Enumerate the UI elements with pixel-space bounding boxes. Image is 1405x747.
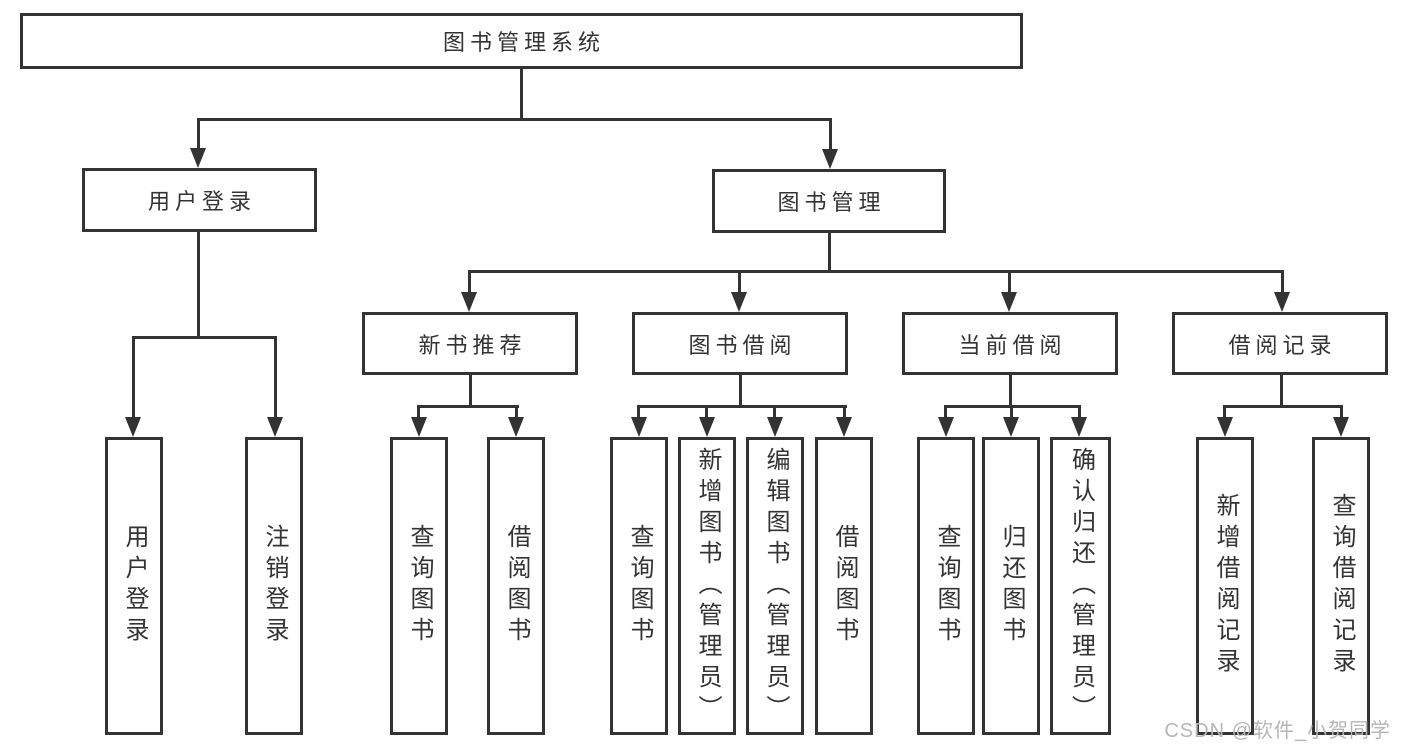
arrowhead-down-icon [1001,292,1017,312]
node-label: 借阅图书 [503,524,530,648]
connector-line [1010,405,1013,419]
csdn-watermark: CSDN @软件_小贺同学 [1164,720,1391,742]
connector-line [1281,270,1284,294]
node-label: 编辑图书（管理员） [762,446,789,726]
connector-line [637,405,640,419]
leaf-borrow-books-1: 借阅图书 [487,437,545,735]
connector-line [739,375,742,408]
connector-line [197,118,200,151]
node-label: 图书管理系统 [442,30,605,55]
arrowhead-down-icon [631,417,647,437]
leaf-query-books-3: 查询图书 [917,437,975,735]
arrowhead-down-icon [190,148,206,168]
node-label: 查询图书 [626,524,653,648]
arrowhead-down-icon [1217,417,1233,437]
connector-line [1008,270,1011,294]
connector-line [520,69,523,120]
node-label: 当前借阅 [958,332,1067,358]
arrowhead-down-icon [836,417,852,437]
connector-line [417,405,420,419]
connector-line [1078,405,1081,419]
connector-line [944,405,947,419]
connector-line [515,405,518,419]
node-label: 注销登录 [261,524,288,648]
node-label: 确认归还（管理员） [1067,446,1095,726]
connector-line [197,118,832,121]
node-label: 图书借阅 [688,332,797,358]
node-label: 借阅记录 [1228,332,1337,358]
connector-line [1223,405,1343,408]
arrowhead-down-icon [1333,417,1349,437]
arrowhead-down-icon [125,417,141,437]
leaf-logout: 注销登录 [245,437,303,735]
connector-line [197,232,200,339]
leaf-return-book: 归还图书 [982,437,1040,735]
leaf-query-books-1: 查询图书 [390,437,448,735]
leaf-add-book-admin: 新增图书（管理员） [678,437,736,735]
leaf-user-login: 用户登录 [105,437,163,735]
node-label: 图书管理 [777,190,886,215]
arrowhead-down-icon [1003,417,1019,437]
connector-line [705,405,708,419]
connector-line [637,405,847,408]
connector-line [1280,375,1283,408]
connector-line [828,233,831,273]
connector-line [132,336,277,339]
node-label: 用户登录 [147,189,256,214]
node-book-borrowing: 图书借阅 [632,312,848,375]
leaf-borrow-books-2: 借阅图书 [815,437,873,735]
connector-line [1223,405,1226,419]
arrowhead-down-icon [267,417,283,437]
arrowhead-down-icon [1071,417,1087,437]
arrowhead-down-icon [731,292,747,312]
node-label: 借阅图书 [831,524,858,648]
connector-line [274,336,277,419]
node-current-borrowing: 当前借阅 [902,312,1118,375]
leaf-query-books-2: 查询图书 [610,437,668,735]
connector-line [843,405,846,419]
leaf-confirm-return-admin: 确认归还（管理员） [1050,437,1111,735]
leaf-add-borrow-record: 新增借阅记录 [1196,437,1254,735]
connector-line [1009,375,1012,408]
connector-line [468,270,471,294]
leaf-query-borrow-record: 查询借阅记录 [1312,437,1370,735]
node-label: 查询图书 [933,524,960,648]
node-label: 新书推荐 [418,332,527,358]
arrowhead-down-icon [411,417,427,437]
arrowhead-down-icon [938,417,954,437]
node-label: 新增借阅记录 [1212,493,1239,679]
arrowhead-down-icon [699,417,715,437]
node-borrowing-records: 借阅记录 [1172,312,1388,375]
connector-line [1340,405,1343,419]
connector-line [469,375,472,408]
node-label: 查询图书 [406,524,433,648]
connector-line [132,336,135,419]
arrowhead-down-icon [767,417,783,437]
node-label: 归还图书 [998,524,1025,648]
connector-line [773,405,776,419]
node-book-management-branch: 图书管理 [712,169,946,233]
arrowhead-down-icon [1274,292,1290,312]
arrowhead-down-icon [461,292,477,312]
connector-line [468,270,1284,273]
node-new-book-recommend: 新书推荐 [362,312,578,375]
node-label: 查询借阅记录 [1328,493,1355,679]
node-label: 用户登录 [121,524,148,648]
node-user-login-branch: 用户登录 [82,168,317,232]
arrowhead-down-icon [822,149,838,169]
connector-line [738,270,741,294]
connector-line [829,118,832,152]
leaf-edit-book-admin: 编辑图书（管理员） [746,437,804,735]
node-label: 新增图书（管理员） [694,446,721,726]
connector-line [417,405,519,408]
arrowhead-down-icon [508,417,524,437]
node-root-library-system: 图书管理系统 [20,13,1023,69]
